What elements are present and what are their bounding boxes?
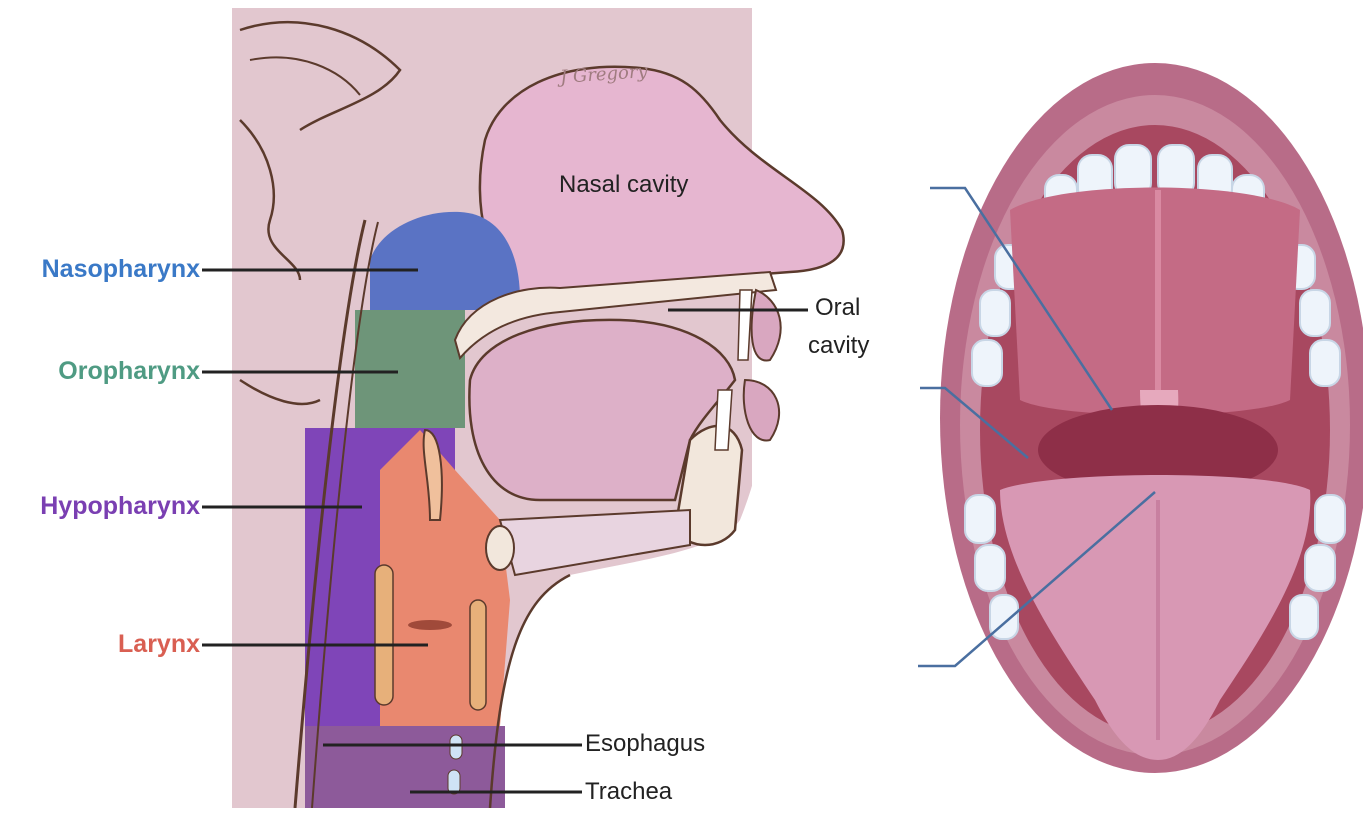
oropharynx-region [355, 310, 465, 428]
trachea-ring [448, 770, 460, 794]
trachea-ring [450, 735, 462, 759]
oropharynx-label: Oropharynx [0, 359, 200, 384]
trachea-label: Trachea [585, 780, 672, 804]
esophagus-label: Esophagus [585, 732, 705, 756]
oral-cavity-label-line2: cavity [808, 334, 869, 358]
cricoid-cartilage [470, 600, 486, 710]
larynx-label: Larynx [0, 632, 200, 657]
hyoid-bone [486, 526, 514, 570]
hypopharynx-label: Hypopharynx [0, 494, 200, 519]
upper-lip [752, 290, 781, 360]
oral-cavity-label-line1: Oral [815, 296, 860, 320]
thyroid-cartilage [375, 565, 393, 705]
nasal-cavity-label: Nasal cavity [559, 173, 688, 197]
vocal-cords [408, 620, 452, 630]
nasopharynx-label: Nasopharynx [0, 257, 200, 282]
esophagus-region [305, 726, 505, 808]
